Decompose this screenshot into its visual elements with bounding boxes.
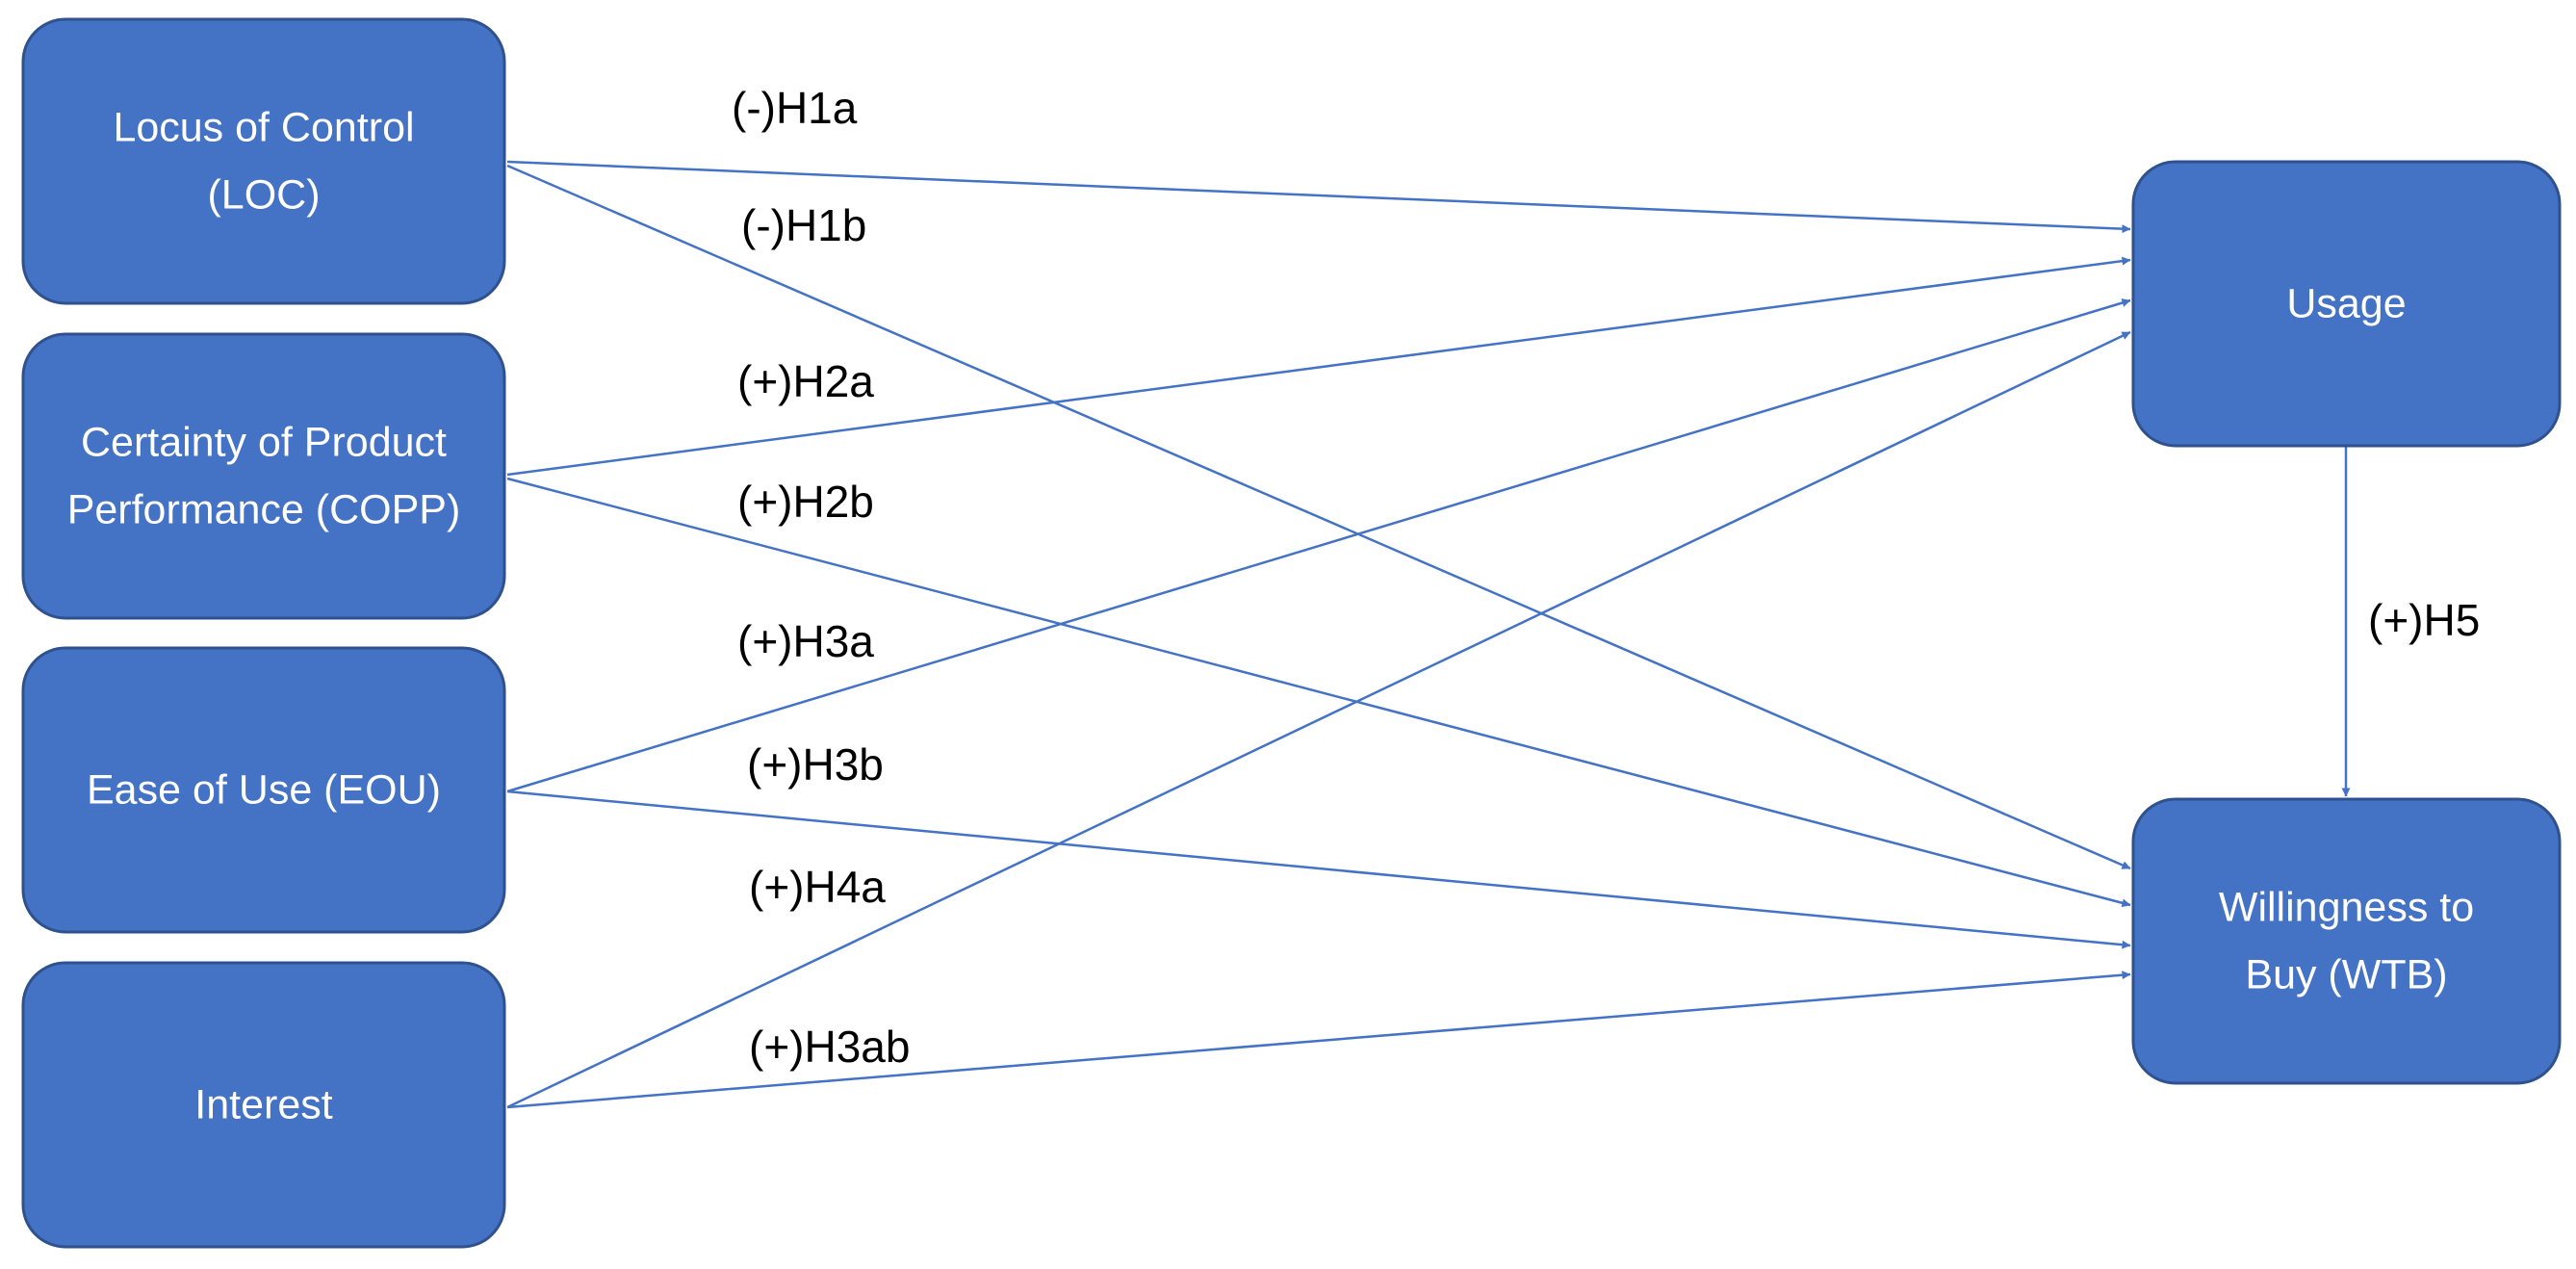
edge-h3b-label: (+)H3b <box>747 739 884 790</box>
node-interest-label-line-1: Interest <box>194 1082 332 1128</box>
edge-h3b-arrow <box>506 790 2131 949</box>
edge-h3ab-label: (+)H3ab <box>749 1022 910 1072</box>
labels-layer: (-)H1a (-)H1b (+)H2a (+)H2b (+)H3a (+)H3b (+)H… <box>732 83 2480 1072</box>
edge-h2a-label: (+)H2a <box>737 356 874 406</box>
node-usage-label-line-1: Usage <box>2286 281 2406 327</box>
node-eou-box <box>21 646 506 934</box>
edge-h2a-arrow <box>506 256 2131 477</box>
node-loc-box <box>21 17 506 305</box>
node-usage: Usage <box>2131 160 2562 448</box>
nodes-layer: Locus of Control (LOC) Certainty of Produc… <box>21 17 2562 1249</box>
node-loc-label-line-2: (LOC) <box>207 172 320 219</box>
edge-h3ab-arrow <box>506 971 2131 1109</box>
node-copp-label-line-1: Certainty of Product <box>81 420 447 466</box>
node-loc-label-line-1: Locus of Control <box>113 105 414 151</box>
node-wtb-label-line-2: Buy (WTB) <box>2245 952 2447 998</box>
edge-h2b-arrow <box>506 477 2131 908</box>
node-wtb-box <box>2131 797 2562 1085</box>
edge-h4a-label: (+)H4a <box>749 862 886 912</box>
node-eou-label-line-1: Ease of Use (EOU) <box>87 767 441 814</box>
node-wtb-label-line-1: Willingness to <box>2219 885 2474 931</box>
node-interest-box <box>21 961 506 1249</box>
node-wtb: Willingness to Buy (WTB) <box>2131 797 2562 1085</box>
node-interest: Interest <box>21 961 506 1249</box>
node-usage-box <box>2131 160 2562 448</box>
edge-h1a-arrow <box>506 160 2131 234</box>
edge-h3a-arrow <box>506 298 2131 793</box>
edge-h4a-arrow <box>506 330 2131 1109</box>
node-loc: Locus of Control (LOC) <box>21 17 506 305</box>
node-copp-label-line-2: Performance (COPP) <box>67 487 461 533</box>
edge-h3a-label: (+)H3a <box>737 616 874 666</box>
node-copp-box <box>21 332 506 620</box>
edge-h2b-label: (+)H2b <box>737 477 874 527</box>
edge-h1b-label: (-)H1b <box>741 200 866 250</box>
edges-layer <box>506 160 2351 1109</box>
edge-h1a-label: (-)H1a <box>732 83 858 133</box>
node-eou: Ease of Use (EOU) <box>21 646 506 934</box>
edge-h1b-arrow <box>506 164 2131 870</box>
edge-h5-label: (+)H5 <box>2368 595 2480 645</box>
